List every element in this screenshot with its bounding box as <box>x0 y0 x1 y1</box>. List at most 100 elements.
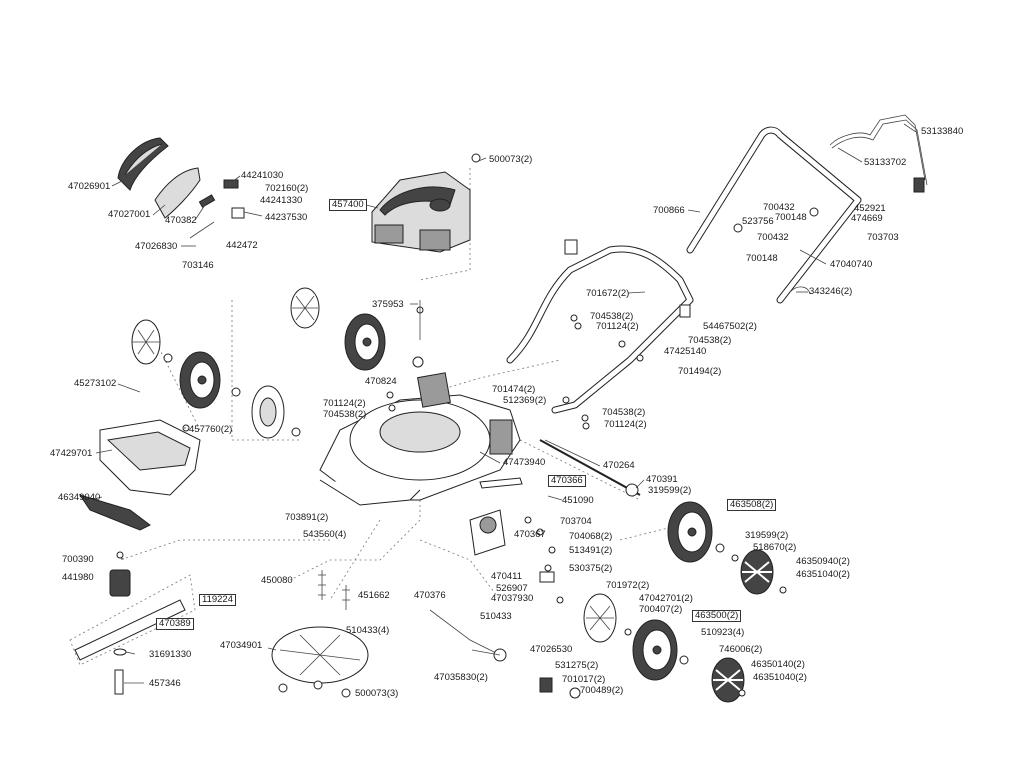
part-label-46351040-2-b: 46351040(2) <box>753 672 807 683</box>
part-label-375953: 375953 <box>372 299 404 310</box>
part-label-518670-2: 518670(2) <box>753 542 797 553</box>
part-label-457400: 457400 <box>329 199 367 211</box>
part-label-47026530: 47026530 <box>530 644 573 655</box>
part-label-470389: 470389 <box>156 618 194 630</box>
part-label-457346: 457346 <box>149 678 181 689</box>
part-label-451090: 451090 <box>562 495 594 506</box>
part-label-119224: 119224 <box>199 594 236 606</box>
part-label-510433: 510433 <box>480 611 512 622</box>
part-label-704538-2-c: 704538(2) <box>323 409 367 420</box>
part-label-703704: 703704 <box>560 516 592 527</box>
part-label-700489-2: 700489(2) <box>580 685 624 696</box>
part-label-47027001: 47027001 <box>108 209 151 220</box>
part-label-470411: 470411 <box>491 571 522 582</box>
part-label-54467502-2: 54467502(2) <box>703 321 757 332</box>
part-label-47473940: 47473940 <box>503 457 546 468</box>
hinge-plate <box>231 207 245 219</box>
part-label-701494-2: 701494(2) <box>678 366 722 377</box>
part-label-44241030: 44241030 <box>241 170 284 181</box>
part-label-31691330: 31691330 <box>149 649 192 660</box>
part-label-703891-2: 703891(2) <box>285 512 329 523</box>
drive-transmission <box>429 439 641 699</box>
wheel-right-upper-hubcap <box>740 549 774 595</box>
part-label-702160-2: 702160(2) <box>265 183 309 194</box>
part-label-343246-2: 343246(2) <box>809 286 853 297</box>
part-label-319599-2-a: 319599(2) <box>648 485 692 496</box>
wheel-right-lower-hubcap <box>711 657 745 703</box>
part-label-701972-2: 701972(2) <box>606 580 650 591</box>
part-label-47042701-2: 47042701(2) <box>639 593 693 604</box>
part-label-700148-a: 700148 <box>775 212 807 223</box>
part-label-44237530: 44237530 <box>265 212 308 223</box>
part-label-47034901: 47034901 <box>220 640 263 651</box>
part-label-470264: 470264 <box>603 460 635 471</box>
part-label-457760-2: 457760(2) <box>189 424 233 435</box>
part-label-47026830: 47026830 <box>135 241 178 252</box>
part-label-470366: 470366 <box>548 475 586 487</box>
engine-assembly <box>371 153 481 253</box>
part-label-703146: 703146 <box>182 260 214 271</box>
part-label-47040740: 47040740 <box>830 259 873 270</box>
rear-discharge-chute <box>78 419 201 531</box>
wheels <box>131 287 774 703</box>
wheel-rear-drive-disc <box>251 385 285 439</box>
part-label-53133702: 53133702 <box>864 157 907 168</box>
part-label-701672-2: 701672(2) <box>586 288 630 299</box>
part-label-47429701: 47429701 <box>50 448 93 459</box>
rear-flap-cover <box>117 137 169 191</box>
part-label-47026901: 47026901 <box>68 181 111 192</box>
part-label-47035830-2: 47035830(2) <box>434 672 488 683</box>
part-label-463500-2: 463500(2) <box>692 610 742 622</box>
part-label-463508-2: 463508(2) <box>727 499 777 511</box>
part-label-703703: 703703 <box>867 232 899 243</box>
part-label-523756: 523756 <box>742 216 774 227</box>
part-label-47425140: 47425140 <box>664 346 707 357</box>
part-label-704538-2-a: 704538(2) <box>590 311 634 322</box>
wheel-right-upper <box>667 501 713 563</box>
part-label-46350140-2: 46350140(2) <box>751 659 805 670</box>
part-label-450080: 450080 <box>261 575 293 586</box>
wheel-top <box>344 313 386 371</box>
part-label-700432-b: 700432 <box>757 232 789 243</box>
part-label-500073-3: 500073(3) <box>355 688 399 699</box>
fasteners <box>116 286 811 698</box>
part-label-746006-2: 746006(2) <box>719 644 763 655</box>
part-label-319599-2-b: 319599(2) <box>745 530 789 541</box>
part-label-700432-a: 700432 <box>763 202 795 213</box>
part-label-704538-2-b: 704538(2) <box>688 335 732 346</box>
label-leader-lines <box>89 123 917 684</box>
part-label-701124-2-c: 701124(2) <box>604 419 647 430</box>
grass-deflector <box>154 167 201 219</box>
part-label-45273102: 45273102 <box>74 378 117 389</box>
part-label-701124-2-b: 701124(2) <box>323 398 366 409</box>
part-label-474669: 474669 <box>851 213 883 224</box>
hinge-clip <box>223 179 239 189</box>
part-label-526907: 526907 <box>496 583 528 594</box>
part-label-704068-2: 704068(2) <box>569 531 613 542</box>
part-label-543560-4: 543560(4) <box>303 529 347 540</box>
part-label-500073-2: 500073(2) <box>489 154 533 165</box>
part-label-700407-2: 700407(2) <box>639 604 683 615</box>
part-label-53133840: 53133840 <box>921 126 964 137</box>
wheel-top-hubcap <box>290 287 320 329</box>
mower-deck <box>319 372 521 506</box>
part-label-451662: 451662 <box>358 590 390 601</box>
part-label-442472: 442472 <box>226 240 258 251</box>
handle-assembly <box>506 114 928 414</box>
part-label-701474-2: 701474(2) <box>492 384 536 395</box>
part-label-510433-4: 510433(4) <box>346 625 390 636</box>
part-label-700866: 700866 <box>653 205 685 216</box>
part-label-701124-2-a: 701124(2) <box>596 321 639 332</box>
part-label-510923-4: 510923(4) <box>701 627 745 638</box>
rear-flap-parts <box>117 137 245 239</box>
part-label-470391: 470391 <box>646 474 678 485</box>
part-label-46351040-2-a: 46351040(2) <box>796 569 850 580</box>
blade-assembly <box>69 569 369 695</box>
part-label-47037930: 47037930 <box>491 593 534 604</box>
wheel-right-lower <box>632 619 678 681</box>
wheel-front-left-hubcap <box>131 319 161 365</box>
part-label-700390: 700390 <box>62 554 94 565</box>
part-label-530375-2: 530375(2) <box>569 563 613 574</box>
